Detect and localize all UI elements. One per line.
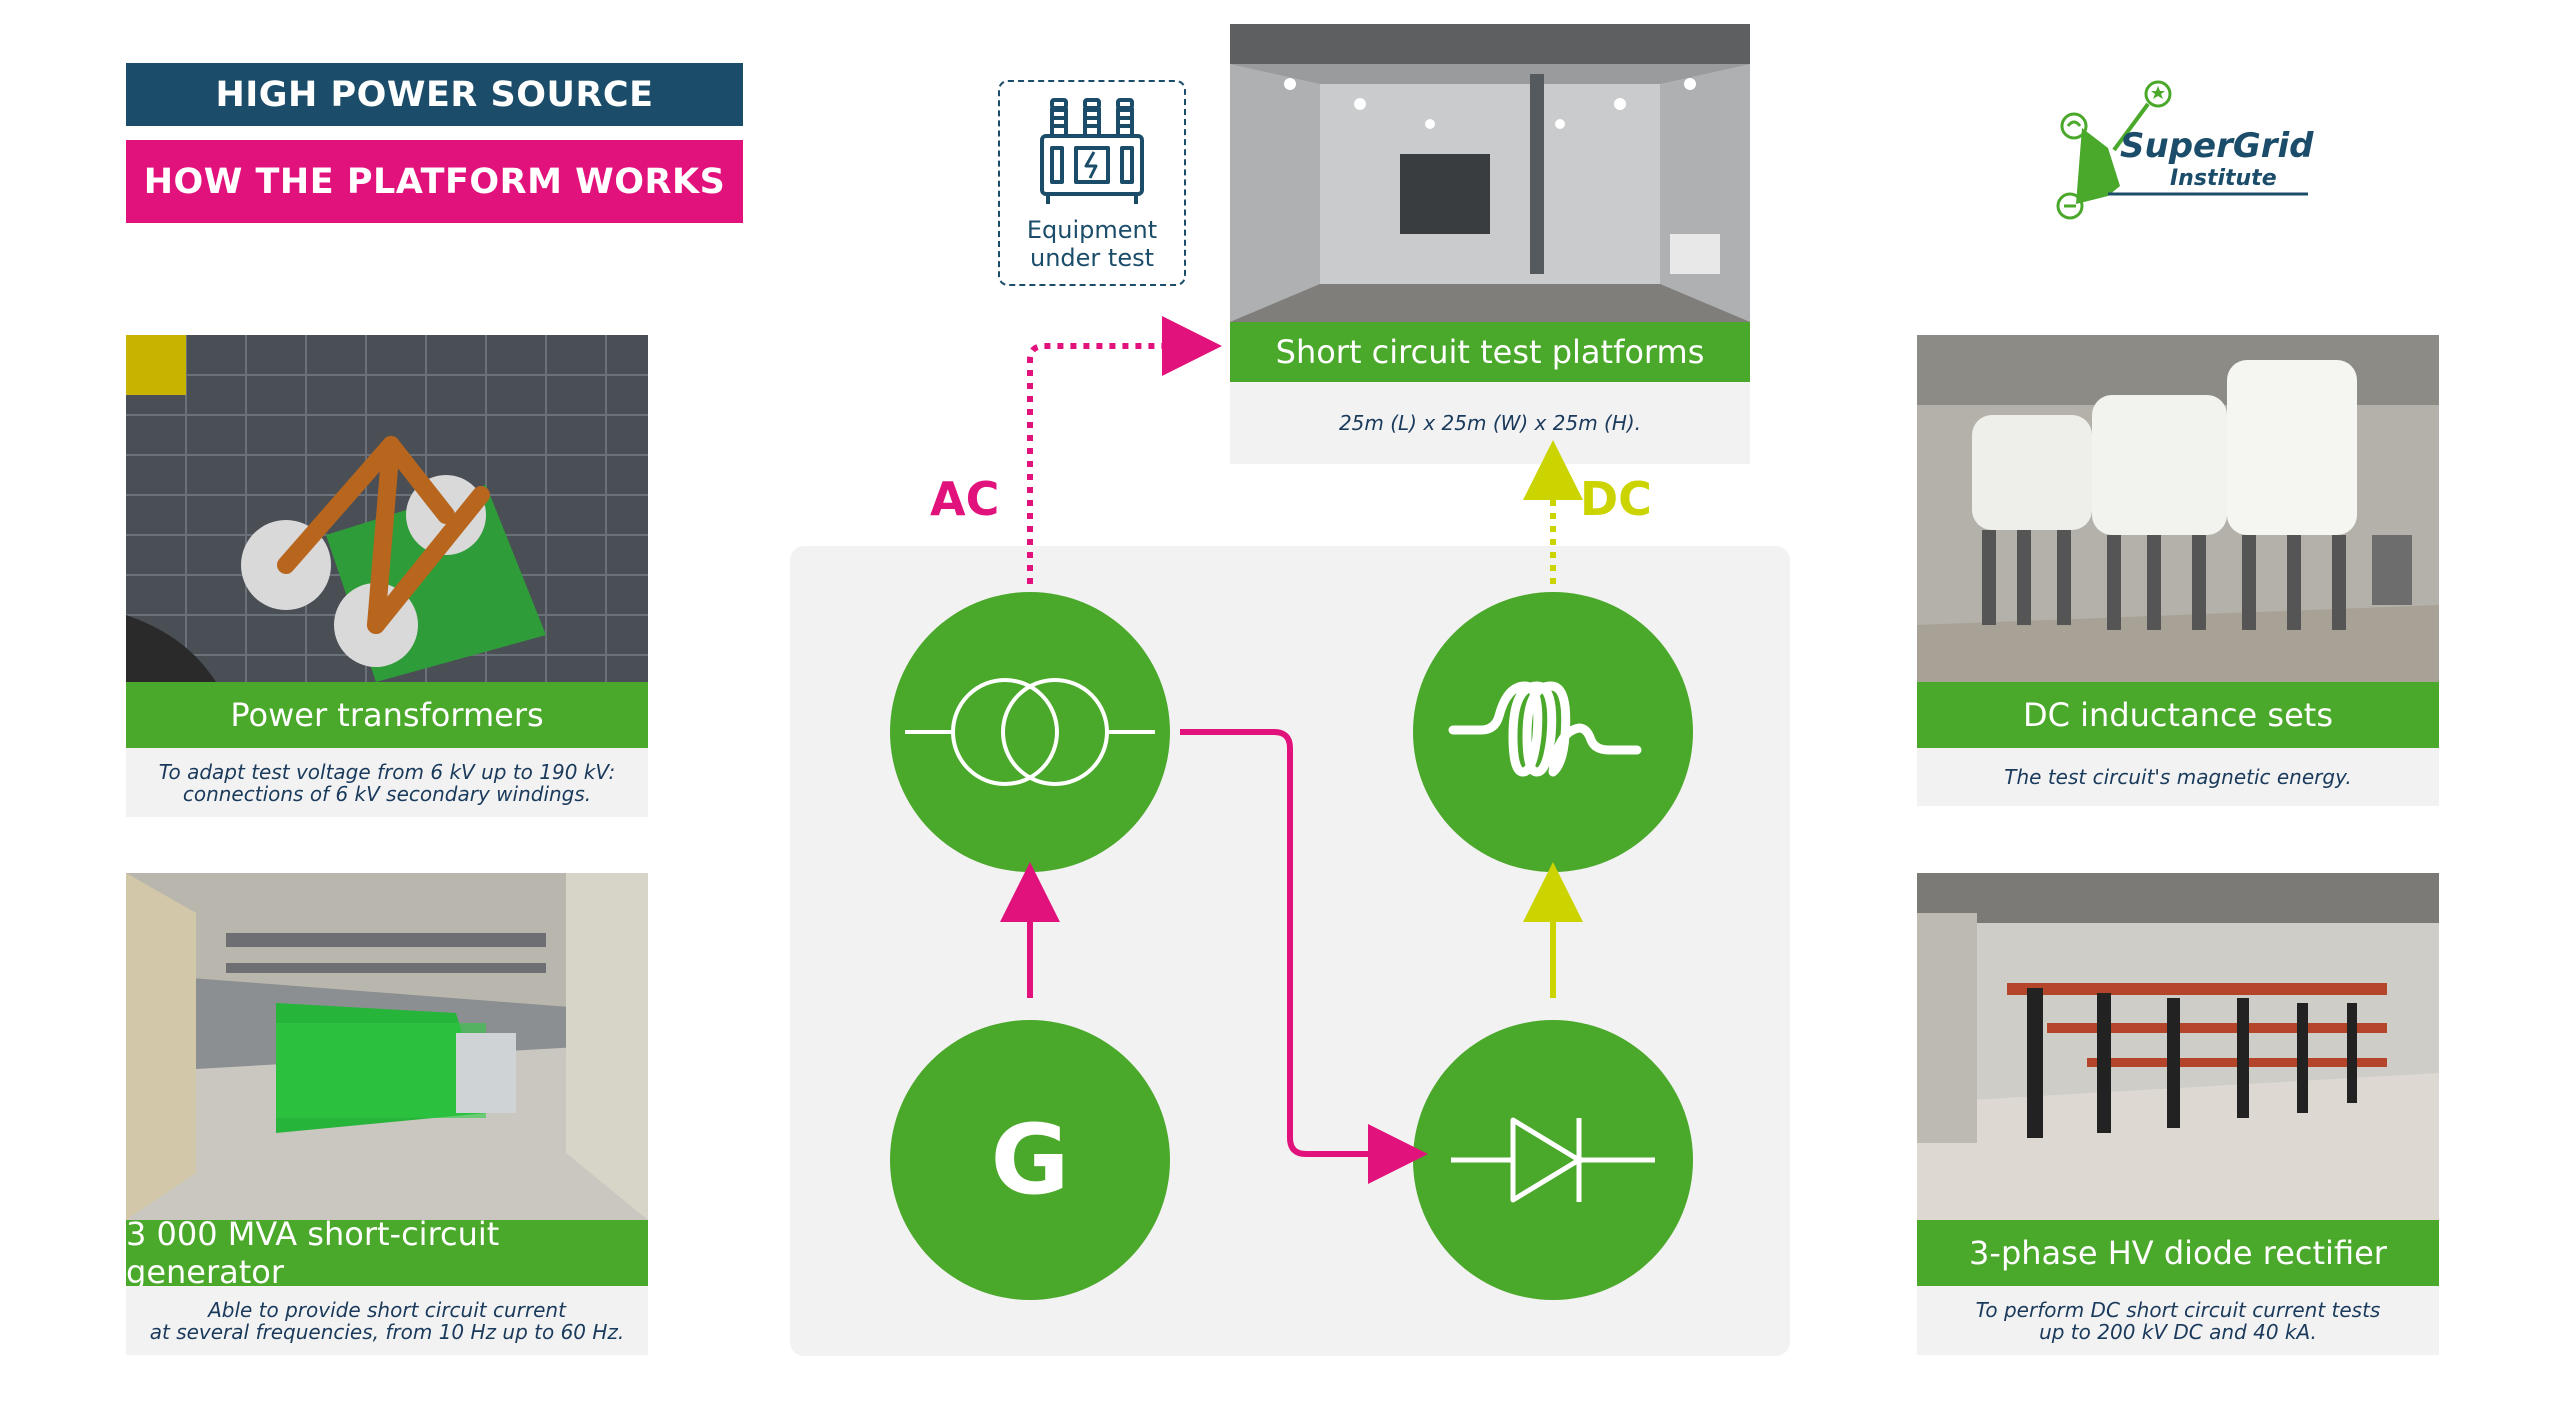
rectifier-desc-line2: up to 200 kV DC and 40 kA. (2039, 1319, 2317, 1344)
rectifier-title: 3-phase HV diode rectifier (1969, 1234, 2387, 1272)
inductance-node (1413, 592, 1693, 872)
rectifier-title-bar: 3-phase HV diode rectifier (1917, 1220, 2439, 1286)
power-transformers-description: To adapt test voltage from 6 kV up to 19… (126, 748, 648, 817)
diode-icon (1451, 1117, 1655, 1203)
inductance-icon (1448, 681, 1642, 777)
transformer-icon (905, 678, 1155, 786)
test-platforms-photo (1230, 24, 1750, 322)
generator-desc-line1: Able to provide short circuit current (208, 1297, 566, 1322)
equipment-under-test-box: Equipment under test (998, 80, 1186, 286)
transformer-node (890, 592, 1170, 872)
power-transformers-title: Power transformers (230, 696, 544, 734)
logo-name: SuperGrid (2120, 126, 2314, 166)
equipment-label: Equipment under test (1000, 216, 1184, 272)
test-platforms-desc: 25m (L) x 25m (W) x 25m (H). (1338, 411, 1642, 435)
test-platforms-title: Short circuit test platforms (1275, 333, 1705, 371)
power-transformers-title-bar: Power transformers (126, 682, 648, 748)
dc-inductance-title: DC inductance sets (2023, 696, 2333, 734)
power-transformers-photo (126, 335, 648, 682)
ac-label: AC (930, 472, 1000, 526)
dc-label: DC (1580, 472, 1652, 526)
header-title: HIGH POWER SOURCE (215, 74, 654, 115)
supergrid-logo (2056, 80, 2308, 220)
dc-inductance-description: The test circuit's magnetic energy. (1917, 748, 2439, 806)
header-title-banner: HIGH POWER SOURCE (126, 63, 743, 126)
rectifier-node (1413, 1020, 1693, 1300)
test-platforms-title-bar: Short circuit test platforms (1230, 322, 1750, 382)
generator-node: G (890, 1020, 1170, 1300)
generator-description: Able to provide short circuit current at… (126, 1286, 648, 1355)
dc-inductance-photo (1917, 335, 2439, 682)
dc-inductance-title-bar: DC inductance sets (1917, 682, 2439, 748)
power-transformers-desc-line2: connections of 6 kV secondary windings. (182, 781, 592, 806)
transformer-unit-icon (1040, 98, 1144, 204)
dc-inductance-desc: The test circuit's magnetic energy. (2004, 765, 2352, 789)
header-subtitle: HOW THE PLATFORM WORKS (143, 161, 726, 202)
rectifier-desc-line1: To perform DC short circuit current test… (1975, 1297, 2381, 1322)
rectifier-photo (1917, 873, 2439, 1220)
equipment-label-line2: under test (1029, 244, 1154, 272)
generator-photo (126, 873, 648, 1220)
generator-icon: G (990, 1104, 1070, 1216)
generator-title: 3 000 MVA short-circuit generator (126, 1215, 500, 1291)
logo-sub: Institute (2170, 166, 2277, 191)
generator-title-bar: 3 000 MVA short-circuit generator (126, 1215, 648, 1291)
test-platforms-description: 25m (L) x 25m (W) x 25m (H). (1230, 382, 1750, 464)
power-transformers-desc-line1: To adapt test voltage from 6 kV up to 19… (158, 759, 616, 784)
rectifier-description: To perform DC short circuit current test… (1917, 1286, 2439, 1355)
equipment-label-line1: Equipment (1026, 216, 1158, 244)
generator-desc-line2: at several frequencies, from 10 Hz up to… (149, 1319, 625, 1344)
header-subtitle-banner: HOW THE PLATFORM WORKS (126, 140, 743, 223)
